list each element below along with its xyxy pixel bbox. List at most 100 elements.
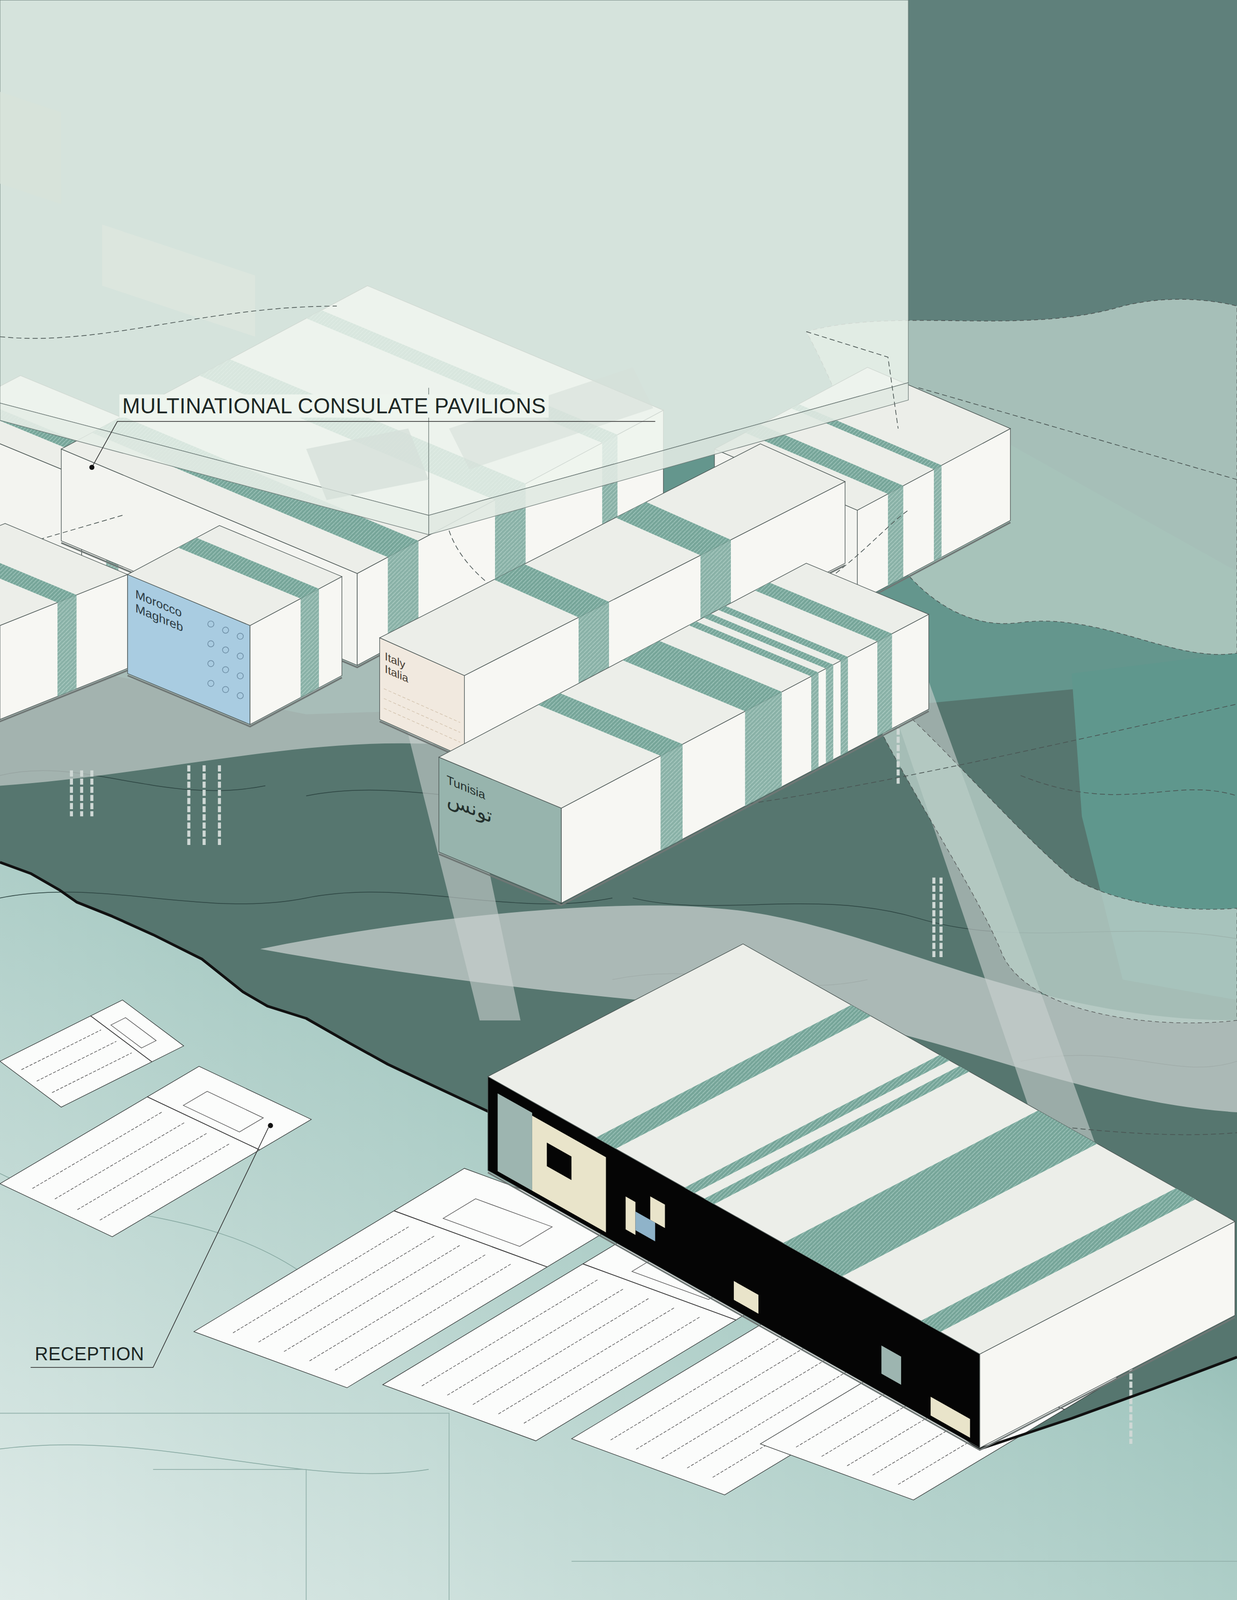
pile	[218, 765, 221, 847]
leader-line	[30, 1127, 269, 1368]
section-interior	[497, 1093, 533, 1191]
rosette-ornament	[222, 646, 229, 654]
ghost-pavilion	[0, 91, 62, 204]
facade-stripe	[887, 485, 904, 586]
plan-wall	[147, 1096, 260, 1150]
pile	[202, 765, 206, 847]
rosette-ornament	[207, 621, 215, 628]
roof-stripe	[177, 537, 319, 599]
section-interior	[733, 1280, 759, 1314]
seating-row	[36, 1041, 117, 1081]
pavilion	[127, 525, 342, 727]
upper-volume-face	[0, 403, 429, 535]
terrain-edge	[0, 862, 1237, 1450]
plan-sheet	[0, 1000, 184, 1108]
rosette-ornament	[237, 633, 244, 640]
pavilion	[0, 523, 128, 722]
rosette-ornament	[207, 640, 215, 648]
plan-room	[110, 1017, 157, 1048]
pavilion-base	[0, 670, 128, 722]
facade-stripe	[300, 588, 320, 698]
facade-stripe	[877, 633, 892, 737]
roof-stripe	[494, 564, 610, 618]
section-interior	[532, 1115, 607, 1233]
pavilion-roof	[379, 443, 845, 676]
seating-row	[21, 1030, 102, 1070]
facade-stripe	[660, 744, 683, 851]
seating-row	[284, 1245, 461, 1352]
rosette-ornament	[222, 686, 229, 693]
ghost-pavilion	[101, 224, 256, 337]
leader-line	[91, 421, 655, 468]
dashed-outline	[1020, 775, 1237, 796]
section-interior	[930, 1396, 970, 1438]
pile	[932, 877, 936, 960]
dashed-outline	[0, 305, 337, 339]
pavilion	[438, 563, 929, 905]
rosette-ornament	[237, 692, 244, 699]
roof-stripe	[920, 1188, 1196, 1332]
pile	[187, 765, 190, 847]
pavilion-roof	[438, 563, 929, 809]
roof-stripe	[783, 1110, 1098, 1277]
rosette-ornament	[222, 626, 229, 634]
rosette-ornament	[207, 660, 215, 668]
site-plan-line	[0, 1413, 450, 1600]
rosette-ornament	[237, 672, 244, 680]
ghost-pavilion	[449, 367, 654, 470]
leader-dot	[267, 1122, 274, 1129]
seating-row	[55, 1122, 185, 1200]
roof-stripe	[0, 543, 77, 603]
tile-pattern	[383, 688, 461, 723]
facade-stripe	[840, 656, 848, 756]
plan-wall	[90, 1016, 152, 1063]
site-plan-line	[153, 1469, 307, 1600]
plan-wall	[393, 1210, 548, 1267]
pavilion-roof	[487, 944, 1236, 1355]
section-interior	[546, 1142, 572, 1180]
callout-label: RECEPTION	[31, 1344, 147, 1365]
roof-stripe	[684, 1054, 950, 1194]
callout-label: MULTINATIONAL CONSULATE PAVILIONS	[119, 394, 549, 418]
tile-pattern	[383, 708, 461, 743]
pavilion-base	[438, 711, 929, 905]
rosette-ornament	[222, 666, 229, 673]
plan-room	[443, 1198, 553, 1247]
pavilion-base	[127, 675, 342, 727]
ghost-pavilion	[305, 428, 429, 501]
plan-paper	[0, 1000, 184, 1108]
facade-stripe	[811, 672, 819, 772]
roof-stripe	[703, 613, 834, 670]
tile-pattern	[383, 698, 461, 733]
section-interior	[650, 1196, 665, 1229]
pile	[939, 877, 943, 960]
facade-stripe	[744, 691, 782, 806]
roof-stripe	[596, 1004, 872, 1149]
leader-dot	[89, 465, 95, 471]
seating-row	[77, 1133, 207, 1210]
dashed-outline	[918, 387, 1237, 480]
pavilion	[487, 944, 1236, 1451]
dashed-outline	[806, 331, 899, 429]
pile	[70, 770, 73, 817]
facade-stripe	[933, 465, 942, 562]
seating-row	[32, 1112, 162, 1189]
roof-stripe	[538, 693, 683, 757]
section-interior	[625, 1196, 636, 1235]
pile	[90, 770, 94, 817]
roof-stripe	[688, 621, 819, 677]
seating-row	[472, 1298, 649, 1405]
facade-stripe	[826, 664, 834, 764]
rosette-ornament	[237, 653, 244, 660]
section-interior	[881, 1345, 902, 1385]
roof-stripe	[755, 582, 893, 642]
contour-line	[0, 891, 613, 904]
site-plan-line	[571, 1560, 1237, 1562]
rosette-ornament	[207, 680, 215, 687]
seating-row	[52, 1052, 132, 1093]
